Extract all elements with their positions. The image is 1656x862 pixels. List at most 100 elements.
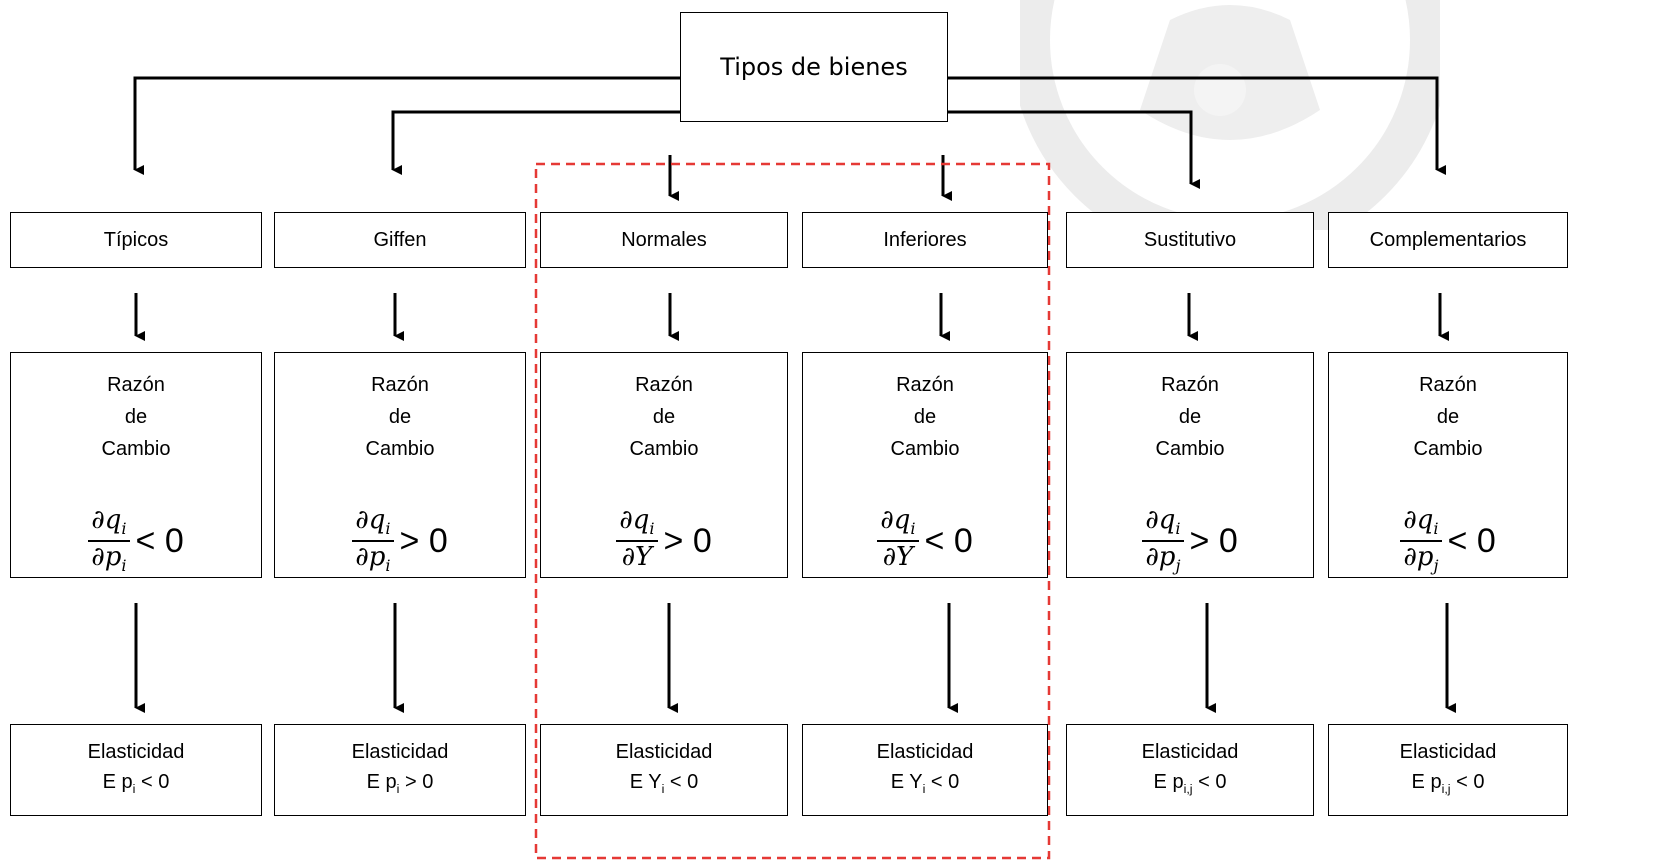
type-label: Complementarios xyxy=(1369,228,1527,251)
connector-sustitutivo xyxy=(948,110,1200,189)
root-title: Tipos de bienes xyxy=(720,53,908,81)
derivative-relation: < 0 xyxy=(1447,522,1496,561)
derivative-fraction: ∂qi ∂pi xyxy=(352,505,394,576)
denominator: ∂p xyxy=(1145,542,1176,573)
type-label: Giffen xyxy=(373,228,427,251)
numerator-subscript: i xyxy=(1433,519,1439,539)
derivative-relation: < 0 xyxy=(924,522,973,561)
ratio-line-2: de xyxy=(1436,406,1460,428)
elasticity-label: Elasticidad xyxy=(615,740,713,763)
ratio-line-3: Cambio xyxy=(629,438,699,460)
elasticity-expression: E Yi < 0 xyxy=(629,770,699,796)
derivative-formula: ∂qi ∂pi > 0 xyxy=(352,505,448,576)
elasticity-box: Elasticidad E pi,j < 0 xyxy=(1328,724,1568,816)
ratio-line-2: de xyxy=(913,406,937,428)
ratio-line-1: Razón xyxy=(107,374,165,396)
numerator: ∂q xyxy=(355,505,386,535)
type-box: Giffen xyxy=(274,212,526,268)
elasticity-label: Elasticidad xyxy=(87,740,185,763)
connector-giffen xyxy=(391,110,715,175)
elasticity-expression: E pi,j < 0 xyxy=(1153,770,1227,796)
elasticity-box: Elasticidad E Yi < 0 xyxy=(802,724,1048,816)
numerator-subscript: i xyxy=(649,519,655,539)
income-goods-highlight xyxy=(534,162,1051,860)
numerator: ∂q xyxy=(619,505,650,535)
ratio-line-1: Razón xyxy=(1161,374,1219,396)
ratio-line-1: Razón xyxy=(896,374,954,396)
numerator: ∂q xyxy=(1403,505,1434,535)
type-label: Típicos xyxy=(103,228,169,251)
numerator-subscript: i xyxy=(121,519,127,539)
derivative-formula: ∂qi ∂pj > 0 xyxy=(1142,505,1238,576)
connector-tipicos xyxy=(133,76,715,175)
ratio-line-2: de xyxy=(388,406,412,428)
elasticity-box: Elasticidad E Yi < 0 xyxy=(540,724,788,816)
denominator: ∂Y xyxy=(882,542,914,573)
ratio-line-1: Razón xyxy=(1419,374,1477,396)
denominator-subscript: j xyxy=(1433,556,1439,576)
denominator-subscript: i xyxy=(385,556,391,576)
ratio-box: Razón de Cambio ∂qi ∂pi > 0 xyxy=(274,352,526,578)
elasticity-box: Elasticidad E pi,j < 0 xyxy=(1066,724,1314,816)
derivative-relation: > 0 xyxy=(399,522,448,561)
denominator-subscript: j xyxy=(1175,556,1181,576)
type-box: Normales xyxy=(540,212,788,268)
elasticity-box: Elasticidad E pi < 0 xyxy=(10,724,262,816)
ratio-line-3: Cambio xyxy=(890,438,960,460)
numerator: ∂q xyxy=(880,505,911,535)
elasticity-label: Elasticidad xyxy=(876,740,974,763)
derivative-formula: ∂qi ∂pi < 0 xyxy=(88,505,184,576)
ratio-line-3: Cambio xyxy=(1413,438,1483,460)
derivative-fraction: ∂qi ∂pj xyxy=(1400,505,1442,576)
numerator-subscript: i xyxy=(910,519,916,539)
derivative-formula: ∂qi ∂pj < 0 xyxy=(1400,505,1496,576)
type-label: Inferiores xyxy=(883,228,967,251)
ratio-box: Razón de Cambio ∂qi ∂pj < 0 xyxy=(1328,352,1568,578)
elasticity-label: Elasticidad xyxy=(1399,740,1497,763)
denominator-subscript: i xyxy=(121,556,127,576)
ratio-line-2: de xyxy=(1178,406,1202,428)
type-label: Sustitutivo xyxy=(1143,228,1237,251)
denominator: ∂p xyxy=(91,542,122,573)
ratio-line-1: Razón xyxy=(635,374,693,396)
type-box: Típicos xyxy=(10,212,262,268)
type-box: Sustitutivo xyxy=(1066,212,1314,268)
ratio-box: Razón de Cambio ∂qi ∂pi < 0 xyxy=(10,352,262,578)
elasticity-label: Elasticidad xyxy=(1141,740,1239,763)
connector-complementarios xyxy=(948,76,1446,175)
root-box: Tipos de bienes xyxy=(680,12,948,122)
ratio-line-2: de xyxy=(124,406,148,428)
derivative-fraction: ∂qi ∂Y xyxy=(877,505,919,575)
denominator: ∂p xyxy=(355,542,386,573)
type-label: Normales xyxy=(621,228,707,251)
elasticity-label: Elasticidad xyxy=(351,740,449,763)
elasticity-expression: E pi > 0 xyxy=(366,770,434,796)
ratio-line-3: Cambio xyxy=(365,438,435,460)
ratio-line-3: Cambio xyxy=(1155,438,1225,460)
elasticity-box: Elasticidad E pi > 0 xyxy=(274,724,526,816)
numerator-subscript: i xyxy=(1175,519,1181,539)
numerator: ∂q xyxy=(1145,505,1176,535)
derivative-relation: > 0 xyxy=(663,522,712,561)
type-box: Complementarios xyxy=(1328,212,1568,268)
ratio-line-1: Razón xyxy=(371,374,429,396)
type-box: Inferiores xyxy=(802,212,1048,268)
derivative-formula: ∂qi ∂Y < 0 xyxy=(877,505,973,575)
derivative-relation: > 0 xyxy=(1189,522,1238,561)
derivative-formula: ∂qi ∂Y > 0 xyxy=(616,505,712,575)
ratio-line-3: Cambio xyxy=(101,438,171,460)
denominator: ∂p xyxy=(1403,542,1434,573)
ratio-box: Razón de Cambio ∂qi ∂Y > 0 xyxy=(540,352,788,578)
ratio-box: Razón de Cambio ∂qi ∂Y < 0 xyxy=(802,352,1048,578)
elasticity-expression: E Yi < 0 xyxy=(890,770,960,796)
derivative-fraction: ∂qi ∂Y xyxy=(616,505,658,575)
denominator: ∂Y xyxy=(621,542,653,573)
derivative-fraction: ∂qi ∂pi xyxy=(88,505,130,576)
numerator: ∂q xyxy=(91,505,122,535)
derivative-relation: < 0 xyxy=(135,522,184,561)
elasticity-expression: E pi,j < 0 xyxy=(1411,770,1485,796)
elasticity-expression: E pi < 0 xyxy=(102,770,170,796)
ratio-line-2: de xyxy=(652,406,676,428)
ratio-box: Razón de Cambio ∂qi ∂pj > 0 xyxy=(1066,352,1314,578)
